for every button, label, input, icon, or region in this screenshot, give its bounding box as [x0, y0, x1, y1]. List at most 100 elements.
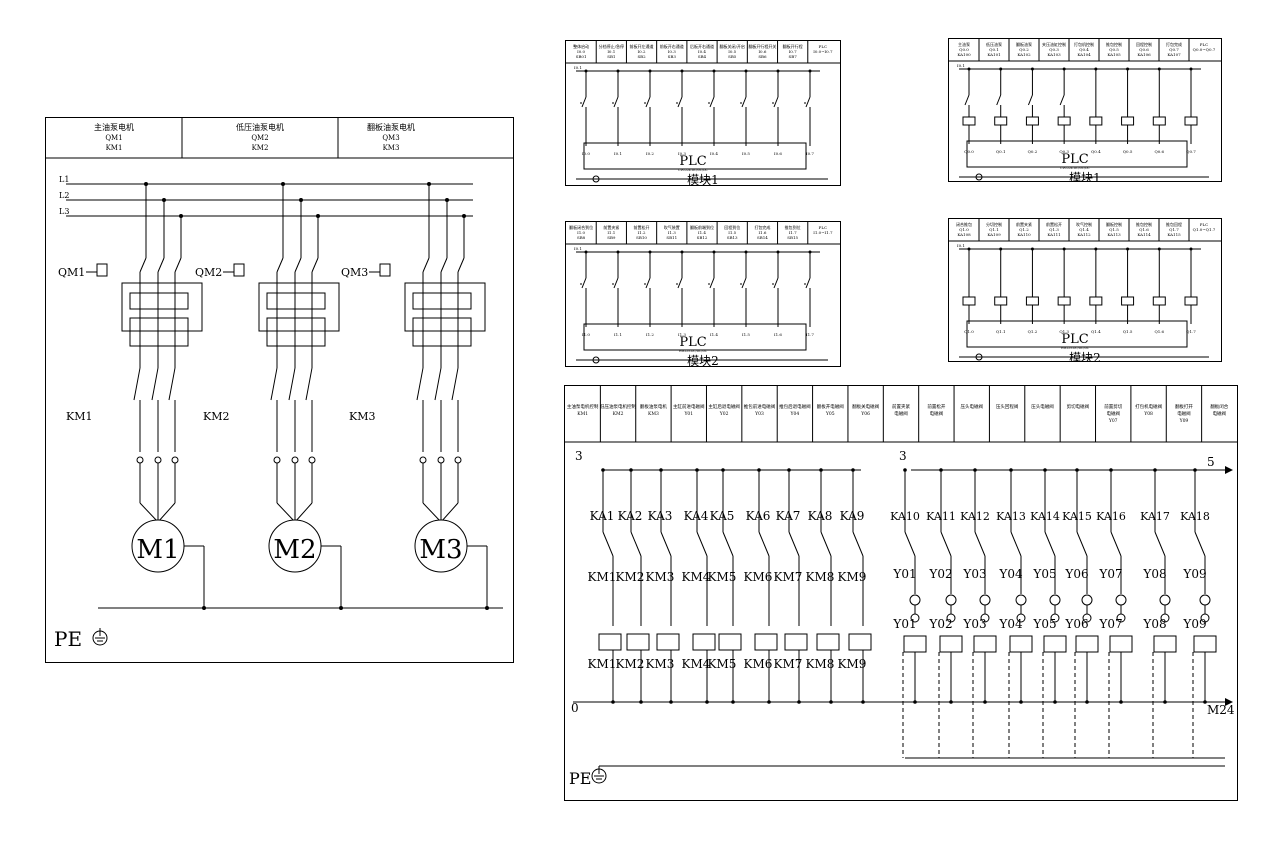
header-text: SB15 — [787, 235, 798, 240]
cpu-label: CPU224-DC/DC/DC — [678, 168, 708, 172]
header-text: 低压油泵电机控制 — [600, 403, 636, 410]
header-text: 前板开右通道 — [660, 43, 684, 49]
header-text: KA114 — [1137, 232, 1151, 237]
header-text: Y05 — [825, 411, 835, 417]
io-label: Q0.2 — [1028, 149, 1038, 154]
breaker-hand — [233, 263, 245, 277]
header-text: 低压油泵 — [986, 41, 1002, 47]
header-text: 整体启动 — [573, 43, 589, 49]
rail-number: M24 — [1207, 703, 1235, 717]
header-text: 前置夹紧 — [1016, 221, 1032, 227]
valve-indicator — [1049, 594, 1061, 606]
header-km: KM2 — [252, 144, 269, 152]
contactor-blade — [133, 367, 141, 401]
header-text: KA104 — [1077, 52, 1091, 57]
io-label: Q0.7 — [1186, 149, 1196, 154]
relay-label: KA2 — [618, 509, 643, 523]
valve-label: Y05 — [1032, 617, 1056, 631]
header-text: PLC — [1200, 222, 1208, 227]
motor-lead — [139, 502, 159, 523]
terminal-circle — [419, 456, 427, 464]
coil — [692, 633, 716, 651]
header-text: 压头电磁阀 — [1031, 403, 1054, 410]
header-text: 推包控制 — [1136, 221, 1152, 227]
relay-contact — [602, 531, 614, 557]
terminal-circle — [171, 456, 179, 464]
contactor-blade — [434, 367, 442, 401]
io-label: Q0.3 — [1059, 149, 1069, 154]
relay-coil — [1025, 296, 1039, 306]
header-text: SB7 — [789, 54, 798, 59]
header-text: 前置松开 — [1046, 221, 1062, 227]
coil — [754, 633, 778, 651]
motor-label: M1 — [136, 535, 179, 565]
valve-label: Y06 — [1064, 567, 1088, 581]
breaker-blade — [276, 257, 284, 273]
header-text: 翻板开行程 — [783, 43, 803, 49]
header-text: 电磁阀 — [1213, 410, 1227, 417]
header-text: 分切控制 — [986, 221, 1002, 227]
header-text: KA105 — [1107, 52, 1121, 57]
header-text: SB5 — [728, 54, 737, 59]
relay-contact — [696, 531, 708, 557]
relay-contact — [904, 531, 916, 557]
line-label: L3 — [59, 207, 69, 216]
io-label: Q1.3 — [1059, 329, 1069, 334]
relay-label: KA15 — [1062, 510, 1092, 523]
relay-contact — [852, 531, 864, 557]
io-label: I1.7 — [806, 332, 814, 337]
cpu-label: CPU224-DC/DC/DC — [1060, 166, 1090, 170]
breaker-blade — [139, 257, 147, 273]
junction-dot — [913, 700, 917, 704]
header-text: I1.3 — [668, 230, 676, 235]
junction-dot — [829, 700, 833, 704]
header-text: KA110 — [1017, 232, 1031, 237]
motor-lead — [276, 502, 296, 523]
coil — [718, 633, 742, 651]
header-text: 电磁阀 — [930, 410, 944, 417]
contactor-label: KM4 — [682, 570, 711, 584]
header-text: I1.2 — [638, 230, 646, 235]
io-label: I1.6 — [774, 332, 782, 337]
relay-coil — [1184, 116, 1198, 126]
motor-lead — [157, 502, 176, 523]
terminal-circle — [273, 456, 281, 464]
breaker-label: QM3 — [341, 266, 368, 279]
header-text: Q1.2 — [1019, 227, 1029, 232]
relay-label: KA18 — [1180, 510, 1210, 523]
solenoid-coil — [939, 635, 963, 653]
pushbutton-contact — [645, 277, 651, 289]
breaker-contact — [964, 94, 970, 106]
relay-coil — [1057, 116, 1071, 126]
header-text: Q1.4 — [1079, 227, 1089, 232]
header-text: 后板开右通道 — [690, 43, 714, 49]
motor-lead — [294, 502, 313, 523]
relay-contact — [788, 531, 800, 557]
pushbutton-contact — [581, 277, 587, 289]
valve-indicator — [979, 594, 991, 606]
junction-dot — [1019, 700, 1023, 704]
junction-dot — [669, 700, 673, 704]
junction-dot — [949, 700, 953, 704]
coil-label: KM1 — [588, 657, 617, 671]
header-qm: QM2 — [251, 134, 268, 142]
pushbutton-contact — [805, 277, 811, 289]
relay-label: KA3 — [648, 509, 673, 523]
header-text: 电磁阀 — [1177, 410, 1191, 417]
header-text: SB10 — [636, 235, 647, 240]
header-text: I0.7 — [789, 49, 797, 54]
relay-label: KA8 — [808, 509, 833, 523]
header-text: Q1.1 — [989, 227, 999, 232]
contactor-label: KM1 — [66, 410, 92, 423]
header-text: 压头回程阀 — [996, 403, 1019, 410]
relay-coil — [1025, 116, 1039, 126]
relay-label: KA12 — [960, 510, 990, 523]
valve-indicator — [1115, 594, 1127, 606]
breaker-blade — [174, 257, 182, 273]
header-text: 翻板控制 — [1106, 221, 1122, 227]
valve-label: Y03 — [962, 617, 986, 631]
junction-dot — [611, 700, 615, 704]
valve-indicator — [1016, 613, 1026, 623]
header-text: SB4 — [698, 54, 707, 59]
valve-indicator — [1050, 613, 1060, 623]
